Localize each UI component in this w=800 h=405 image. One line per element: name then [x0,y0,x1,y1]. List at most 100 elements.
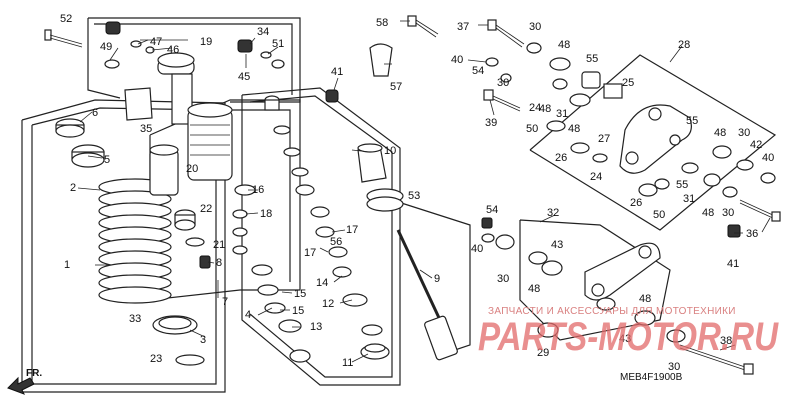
callout-8: 8 [216,257,222,269]
bolt-39-part [483,89,521,112]
upper-collar-parts [237,39,339,103]
callout-26b: 26 [630,197,642,209]
washer-54-part [481,217,495,243]
callout-16: 16 [252,184,264,196]
callout-56: 56 [330,236,342,248]
leader-lines [77,20,771,363]
callout-48d: 48 [714,127,726,139]
callout-30c: 30 [738,127,750,139]
spring-part [98,178,172,304]
callout-45: 45 [238,71,250,83]
inner-kit-parts [251,95,383,363]
callout-11: 11 [342,357,353,369]
callout-55b: 55 [686,115,698,127]
callout-40c: 40 [471,243,483,255]
diagram-code: MEB4F1900B [620,372,683,383]
watermark-caption: ЗАПЧАСТИ И АКСЕССУАРЫ ДЛЯ МОТОТЕХНИКИ [488,306,736,317]
callout-18: 18 [260,208,272,220]
bolt-38-part [679,344,754,375]
callout-labels: 1 2 3 4 5 6 7 8 9 10 11 12 13 14 15 15 1… [60,13,774,373]
callout-30b: 30 [497,77,509,89]
callout-58: 58 [376,17,388,29]
callout-28: 28 [678,39,690,51]
callout-32: 32 [547,207,559,219]
callout-51: 51 [272,38,284,50]
callout-24a: 24 [529,102,541,114]
callout-48a: 48 [558,39,570,51]
callout-43b: 43 [619,333,631,345]
callout-3: 3 [200,334,206,346]
callout-20: 20 [186,163,198,175]
link-assembly-outline [529,54,777,231]
callout-2: 2 [70,182,76,194]
callout-48g: 48 [639,293,651,305]
watermark-brand: PARTS-MOTOR.RU [478,315,779,359]
bolt-58-part [407,15,439,38]
callout-5: 5 [104,154,110,166]
damper-kit-parts [174,184,256,269]
lock-nut-part [55,118,85,138]
callout-13: 13 [310,321,322,333]
oil-seal-part [360,343,390,360]
callout-31a: 31 [556,108,568,120]
inner-kit-outline [241,87,401,386]
callout-54b: 54 [486,204,498,216]
callout-30d: 30 [722,207,734,219]
callout-31b: 31 [683,193,695,205]
callout-33: 33 [129,313,141,325]
upper-washer-parts [485,42,542,83]
callout-52: 52 [60,13,72,25]
bump-rubber-part [149,144,179,196]
top-bushing-parts [104,21,155,69]
callout-50a: 50 [526,123,538,135]
dust-boot-part [357,143,387,183]
callout-37: 37 [457,21,469,33]
callout-22: 22 [200,203,212,215]
callout-48f: 48 [528,283,540,295]
nut-41-part [727,224,741,238]
callout-4: 4 [245,309,251,321]
callout-41a: 41 [331,66,343,78]
rod-link-outline [519,219,671,341]
callout-17a: 17 [304,247,316,259]
callout-55a: 55 [586,53,598,65]
callout-14: 14 [316,277,328,289]
callout-25: 25 [622,77,634,89]
callout-43a: 43 [551,239,563,251]
callout-12: 12 [322,298,334,310]
callout-15a: 15 [294,288,306,300]
callout-48e: 48 [702,207,714,219]
link-arm-part [619,104,692,174]
cover-part [124,87,153,121]
callout-46: 46 [167,44,179,56]
seal-ring-part [366,188,404,212]
upper-bolt-part [44,29,83,48]
shock-body-part [157,52,233,181]
callout-40a: 40 [451,54,463,66]
callout-34: 34 [257,26,269,38]
callout-21: 21 [213,239,225,251]
callout-30f: 30 [668,361,680,373]
piston-rod-part [396,229,458,361]
callout-27: 27 [598,133,610,145]
callout-36: 36 [746,228,758,240]
circlip-part [175,354,205,366]
callout-24b: 24 [590,171,602,183]
callout-55c: 55 [676,179,688,191]
spring-stopper-part [152,315,198,335]
bolt-36-part [739,199,781,222]
cover-57-part [369,43,393,77]
bolt-37-part [487,19,525,48]
callout-47: 47 [150,36,162,48]
callout-40b: 40 [762,152,774,164]
callout-30a: 30 [529,21,541,33]
callout-1: 1 [64,259,70,271]
callout-50b: 50 [653,209,665,221]
callout-26a: 26 [555,152,567,164]
watermark: ЗАПЧАСТИ И АКСЕССУАРЫ ДЛЯ МОТОТЕХНИКИ PA… [478,306,779,359]
callout-48c: 48 [568,123,580,135]
callout-23: 23 [150,353,162,365]
callout-48b: 48 [539,103,551,115]
callout-41b: 41 [727,258,739,270]
front-direction-arrow-icon [7,376,35,395]
